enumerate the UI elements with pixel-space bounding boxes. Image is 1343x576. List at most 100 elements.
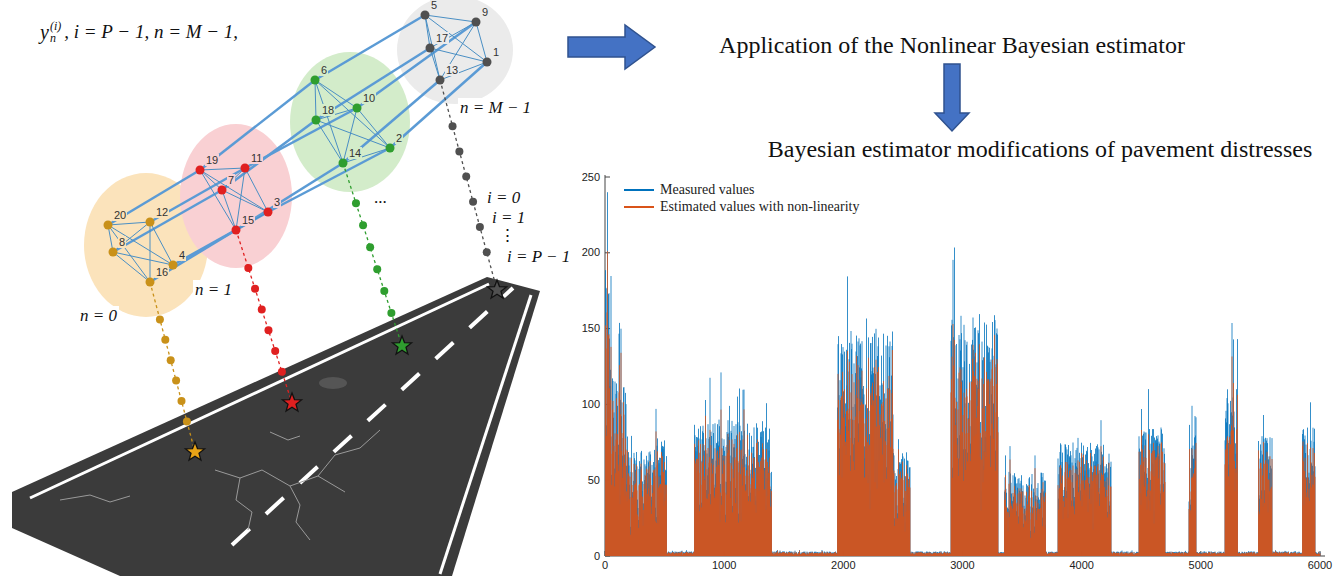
ellipsis: ⋮ [497, 226, 518, 246]
index-stack: (i)n [50, 20, 61, 44]
graph-vertex [312, 116, 321, 125]
sample-dot [251, 285, 259, 293]
formula: y(i)n, i = P − 1, n = M − 1, [40, 20, 238, 44]
vertex-number: 2 [395, 132, 403, 144]
graph-edge [430, 22, 476, 48]
graph-edge [425, 15, 440, 80]
vertex-number: 12 [155, 206, 169, 218]
sample-dot [476, 223, 484, 231]
temporal-link [222, 120, 316, 190]
temporal-link [357, 22, 476, 108]
node-text: Bayesian estimator modifications of pave… [768, 136, 1313, 162]
time-index: n = M − 1 [458, 98, 533, 118]
graph-vertex [264, 208, 273, 217]
y-tick-label: 50 [588, 474, 600, 487]
math-text: , i = P − 1, n = M − 1, [64, 21, 238, 43]
sample-chain [236, 230, 292, 403]
math-symbol: y [40, 21, 49, 44]
graph-edge [222, 168, 245, 190]
graph-edge [440, 22, 476, 80]
graph-vertex [232, 226, 241, 235]
time-index: n = 1 [193, 280, 234, 300]
graph-vertex [472, 18, 481, 27]
temporal-link [113, 190, 222, 252]
graph-edge [200, 170, 236, 230]
graph-edge [200, 168, 245, 170]
graph-edge [222, 190, 236, 230]
superscript: (i) [50, 20, 61, 32]
legend-text: Estimated values with non-linearity [660, 199, 859, 215]
vertex-number: 16 [155, 266, 169, 278]
text-node: Bayesian estimator modifications of pave… [764, 134, 1317, 165]
graph-edge [316, 120, 390, 148]
graph-edge [150, 222, 173, 265]
temporal-link [108, 170, 200, 225]
vertex-number: 5 [430, 0, 438, 11]
graph-vertex [311, 76, 320, 85]
temporal-link [150, 230, 236, 282]
lane-marking [232, 288, 513, 545]
time-group-ellipse [397, 0, 513, 104]
sample-chain [150, 282, 195, 452]
graph-edge [113, 252, 173, 265]
sample-dot [359, 221, 367, 229]
temporal-link [236, 163, 343, 230]
time-index: n = 0 [78, 306, 119, 326]
y-tick-label: 150 [582, 322, 600, 335]
vertex-number: 15 [241, 214, 255, 226]
legend-row: Estimated values with non-linearity [624, 198, 859, 215]
y-tick-label: 250 [582, 171, 600, 184]
graph-vertex [104, 221, 113, 230]
vertex-number: 17 [435, 32, 449, 44]
x-tick-label: 5000 [1189, 559, 1213, 572]
vertex-number: 3 [273, 196, 281, 208]
pothole [319, 377, 347, 389]
graph-edge [200, 170, 268, 212]
sample-dot [449, 122, 457, 130]
sample-index: i = 0 [485, 188, 522, 208]
graph-vertex [218, 186, 227, 195]
temporal-link [268, 148, 390, 212]
sample-dot [258, 306, 266, 314]
graph-edge [316, 120, 343, 163]
location-star [488, 280, 507, 298]
graph-vertex [169, 261, 178, 270]
graph-edge [430, 48, 440, 80]
crack [236, 478, 252, 530]
block-arrow [568, 25, 655, 69]
crack [60, 495, 130, 502]
subscript: n [50, 32, 61, 44]
sample-dot [352, 199, 360, 207]
tick [605, 177, 610, 178]
graph-vertex [386, 144, 395, 153]
measured-series [606, 192, 1321, 556]
graph-edge [108, 225, 150, 282]
sample-dot [183, 417, 191, 425]
x-tick-label: 4000 [1069, 559, 1093, 572]
graph-edge [476, 22, 487, 62]
sample-dot [264, 326, 272, 334]
legend-row: Measured values [624, 181, 859, 198]
graph-edge [430, 48, 487, 62]
road-surface [12, 277, 540, 576]
graph-network [84, 0, 513, 460]
location-star [393, 336, 412, 354]
legend-swatch [624, 206, 654, 208]
node-text: Application of the Nonlinear Bayesian es… [719, 32, 1185, 58]
x-tick-label: 0 [602, 559, 608, 572]
graph-vertex [353, 104, 362, 113]
vertex-number: 11 [250, 152, 263, 164]
graph-edge [113, 222, 150, 252]
crack [215, 470, 345, 492]
sample-dot [380, 287, 388, 295]
legend-swatch [624, 189, 654, 191]
y-tick-label: 0 [594, 550, 600, 563]
x-tick-label: 1000 [712, 559, 736, 572]
sample-dot [373, 265, 381, 273]
crack [290, 486, 310, 540]
sample-dot [244, 264, 252, 272]
location-star [186, 442, 205, 460]
graph-edge [150, 222, 151, 282]
y-tick-label: 100 [582, 398, 600, 411]
